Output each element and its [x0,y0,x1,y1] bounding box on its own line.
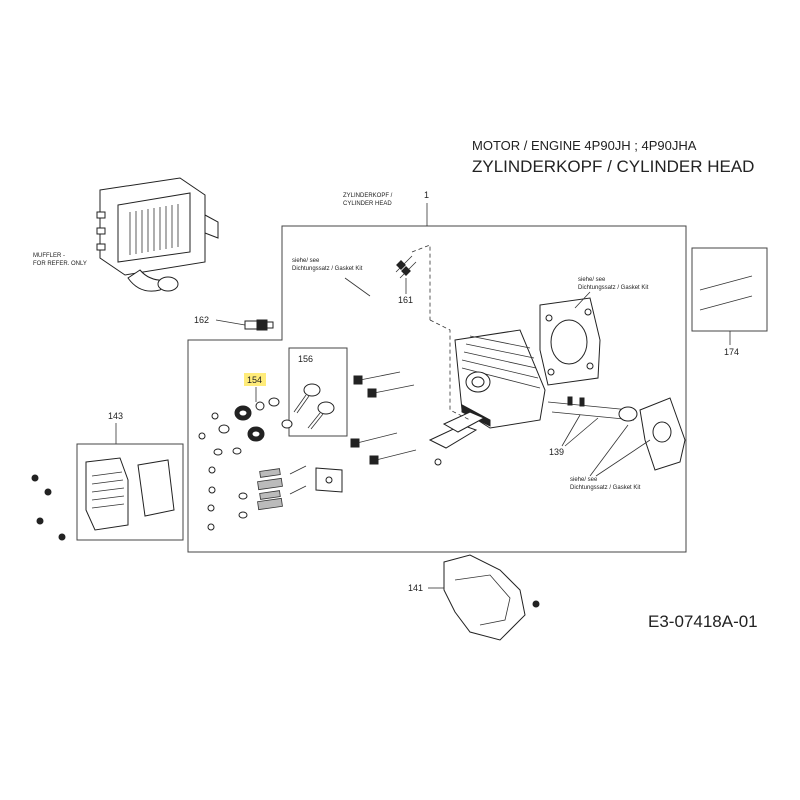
leader-gasket-b [574,291,591,309]
part-number-143: 143 [108,411,123,421]
part-143-box [76,443,184,541]
intake-gasket [639,397,686,471]
rocker-arms-and-pins [207,465,343,531]
leader-part-139b [564,417,599,447]
part-174-push-rods [699,275,753,311]
part-number-161: 161 [398,295,413,305]
part-156-box [288,347,348,437]
part-number-154: 154 [247,375,262,385]
muffler-drawing [96,177,219,292]
cylinder-head-body [428,329,546,466]
part-number-141: 141 [408,583,423,593]
header-engine-title: MOTOR / ENGINE 4P90JH ; 4P90JHA [472,138,697,153]
part-156-valves [293,383,335,430]
part-number-174: 174 [724,347,739,357]
header-assembly-title: ZYLINDERKOPF / CYLINDER HEAD [472,157,754,176]
part-number-139: 139 [549,447,564,457]
part-154-highlight [244,373,266,386]
part-number-156: 156 [298,354,313,364]
cylinder-head-bolts [350,371,417,465]
leader-part-139a [561,414,581,447]
gasket-note-c-line1: siehe/ see [570,477,598,483]
gasket-note-b-line2: Dichtungssatz / Gasket Kit [578,285,649,291]
main-assembly-frame [187,225,687,553]
gasket-note-a-line1: siehe/ see [292,258,320,264]
muffler-label-line1: MUFFLER - [33,253,65,259]
part-162-spark-plug [244,319,274,331]
part-141-shroud [443,554,540,641]
drawing-code: E3-07418A-01 [648,612,758,631]
cylinder-head-label-de: ZYLINDERKOPF / [343,193,393,199]
leader-gasket-c2 [595,439,651,477]
gasket-note-c-line2: Dichtungssatz / Gasket Kit [570,485,641,491]
gasket-note-b-line1: siehe/ see [578,277,606,283]
valve-springs-and-retainers [198,397,293,456]
assembly-dash-line [429,319,471,421]
valve-cover-bolts [31,474,66,541]
gasket-note-a-line2: Dichtungssatz / Gasket Kit [292,266,363,272]
cylinder-head-label-en: CYLINDER HEAD [343,201,392,207]
part-161-valve-stem-seals [395,244,431,320]
part-143-valve-cover [85,457,175,531]
leader-gasket-c1 [589,424,629,477]
part-139-studs [547,396,638,422]
leader-part-162 [215,319,246,326]
muffler-label-line2: FOR REFER. ONLY [33,261,87,267]
head-gasket [539,297,601,386]
part-number-162: 162 [194,315,209,325]
leader-gasket-a [344,277,371,297]
part-174-box [691,247,768,332]
part-number-1: 1 [424,190,429,200]
